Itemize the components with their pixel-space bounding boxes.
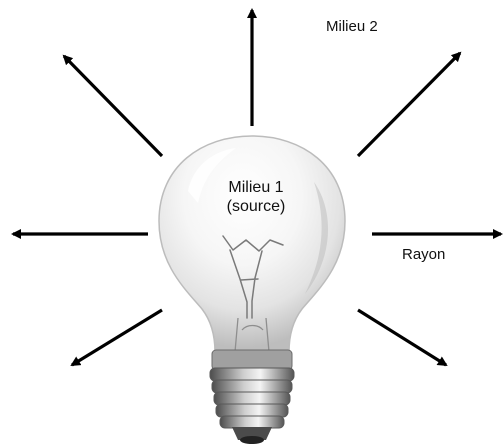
ray-arrow-upper-right [356,51,462,158]
ray-arrow-upper-left [62,54,164,158]
medium-1-label-group: Milieu 1 (source) [204,178,308,216]
light-bulb-neck [211,349,293,371]
medium-2-label: Milieu 2 [326,18,378,35]
ray-label: Rayon [402,246,446,263]
light-bulb-base [209,367,295,444]
ray-arrow-lower-right [357,308,448,367]
glass-shadow [305,182,329,294]
ray-arrow-lower-left [70,308,163,367]
light-bulb-filament [222,235,284,319]
medium-1-note: (source) [226,198,286,215]
filament-stem [234,317,270,353]
medium-1-label: Milieu 1 [228,179,284,196]
light-bulb-glass [158,135,346,353]
glass-highlight [188,148,236,203]
